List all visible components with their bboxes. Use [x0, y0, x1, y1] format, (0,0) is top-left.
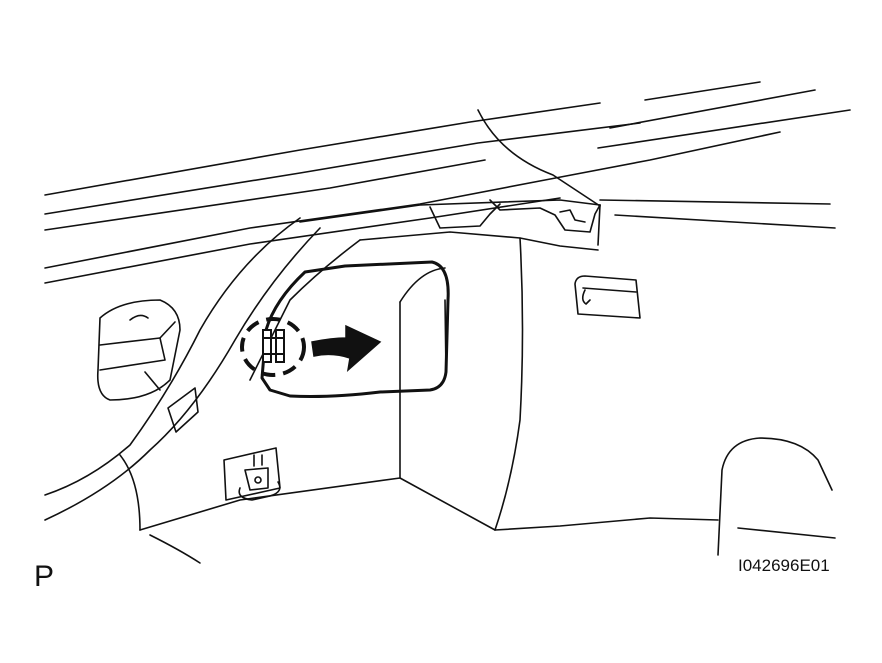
clip-icon: [240, 317, 306, 377]
upper-trim: [299, 199, 601, 531]
roof-lines: [44, 81, 851, 284]
arrow-icon: [311, 324, 382, 372]
right-recess: [574, 275, 641, 319]
wheel-house: [494, 437, 836, 556]
illustration-code: I042696E01: [738, 556, 830, 575]
tie-down-hook: [223, 447, 281, 501]
side-wall: [44, 217, 496, 564]
side-tab: [167, 387, 199, 433]
view-label: P: [34, 560, 55, 593]
left-recess: [96, 299, 181, 401]
